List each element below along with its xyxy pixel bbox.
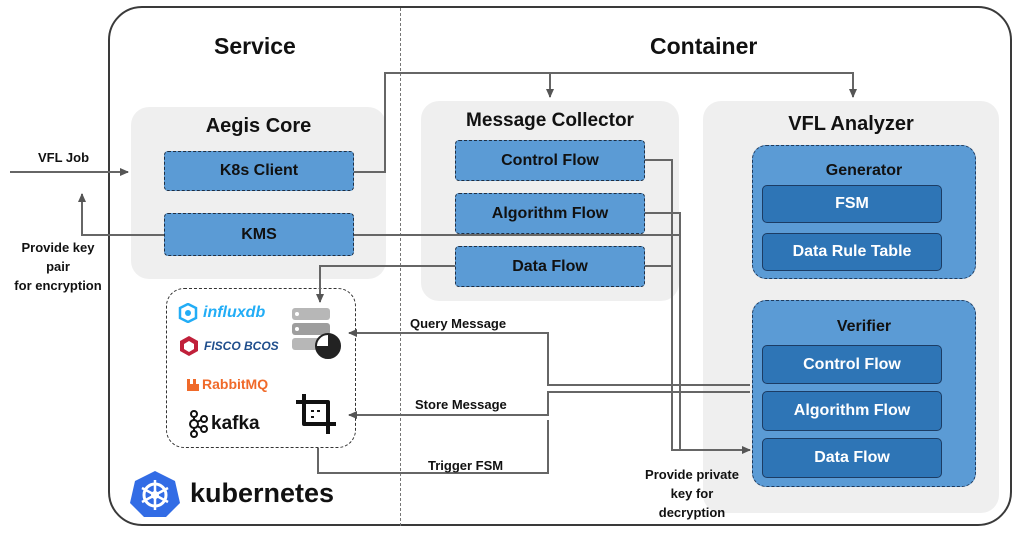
- verifier-title: Verifier: [836, 318, 892, 335]
- influxdb-text: influxdb: [203, 304, 266, 321]
- vfl-job-label: VFL Job: [38, 150, 90, 165]
- provide-key-pair-line-1: Provide key: [21, 240, 95, 255]
- collector-control-out: [645, 159, 751, 454]
- fisco-bcos-logo: FISCO BCOS: [178, 335, 279, 357]
- provide-private-key-line-3: decryption: [658, 505, 726, 520]
- store-message-arrow: [348, 391, 750, 419]
- query-message-label: Query Message: [410, 316, 507, 331]
- kms-box: KMS: [164, 213, 354, 256]
- rabbitmq-logo: RabbitMQ: [186, 376, 268, 392]
- kafka-text: kafka: [211, 413, 260, 434]
- cluster-frame: [108, 6, 1012, 526]
- aegis-core-title: Aegis Core: [205, 115, 312, 137]
- k8s-to-container-line: [354, 72, 857, 173]
- provide-key-pair-label: Provide key pair for encryption: [2, 238, 114, 295]
- collector-algorithm-out: [645, 212, 681, 450]
- verifier-algorithm-flow-box: Algorithm Flow: [762, 391, 942, 431]
- crop-icon: [296, 394, 336, 434]
- rabbitmq-icon: [187, 379, 199, 391]
- storage-group: [166, 288, 356, 448]
- provide-private-key-line-1: Provide private: [645, 467, 739, 482]
- data-flow-to-storage-arrow: [316, 265, 455, 303]
- verifier-data-flow-box: Data Flow: [762, 438, 942, 478]
- provide-private-key-line-2: key for: [670, 486, 714, 501]
- influxdb-logo: influxdb: [178, 303, 265, 323]
- rabbitmq-text: RabbitMQ: [202, 376, 269, 392]
- collector-control-flow-box: Control Flow: [455, 140, 645, 181]
- kubernetes-text: kubernetes: [190, 478, 335, 508]
- service-header: Service: [214, 33, 296, 59]
- fisco-text: FISCO BCOS: [204, 339, 279, 353]
- kafka-logo: kafka: [188, 410, 260, 438]
- kafka-icon: [189, 410, 208, 438]
- generator-title: Generator: [825, 162, 903, 179]
- key-pair-arrow: [78, 193, 164, 236]
- container-header: Container: [650, 33, 758, 59]
- fsm-box: FSM: [762, 185, 942, 223]
- database-icon: [292, 308, 341, 359]
- verifier-control-flow-box: Control Flow: [762, 345, 942, 384]
- message-collector-title: Message Collector: [466, 110, 634, 131]
- k8s-client-box: K8s Client: [164, 151, 354, 191]
- store-message-label: Store Message: [415, 397, 507, 412]
- provide-key-pair-line-3: for encryption: [14, 278, 102, 293]
- provide-private-key-label: Provide private key for decryption: [632, 465, 752, 522]
- kubernetes-icon: [130, 471, 180, 517]
- trigger-fsm-line: [317, 420, 549, 474]
- collector-algorithm-flow-box: Algorithm Flow: [455, 193, 645, 234]
- trigger-fsm-label: Trigger FSM: [428, 458, 504, 473]
- provide-key-pair-line-2: pair: [46, 259, 70, 274]
- influxdb-icon: [178, 303, 198, 323]
- fisco-icon: [180, 336, 198, 356]
- vfl-analyzer-title: VFL Analyzer: [788, 113, 914, 135]
- query-message-arrow: [348, 329, 750, 386]
- data-rule-table-box: Data Rule Table: [762, 233, 942, 271]
- collector-data-flow-box: Data Flow: [455, 246, 645, 287]
